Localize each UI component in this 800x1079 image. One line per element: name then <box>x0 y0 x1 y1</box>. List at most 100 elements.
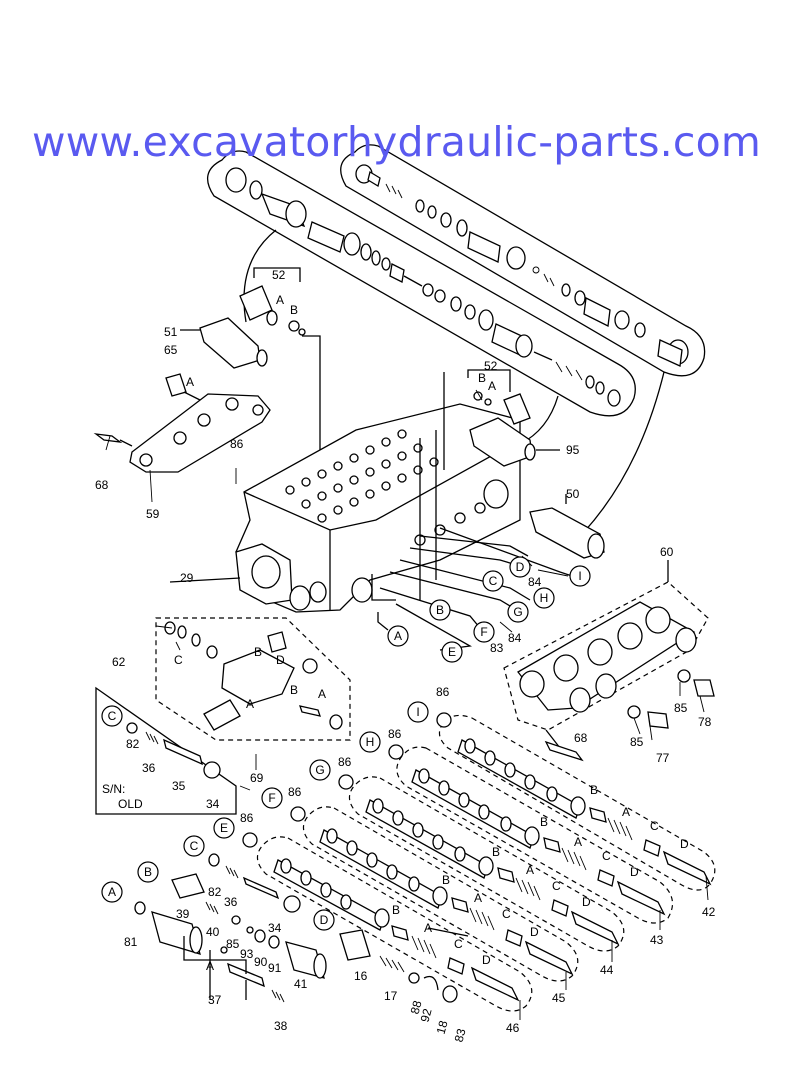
marker-c: C <box>174 653 183 667</box>
callout-43: 43 <box>650 933 664 947</box>
svg-text:C: C <box>108 709 117 723</box>
callout-17: 17 <box>384 989 398 1003</box>
serial-old-box <box>95 686 237 815</box>
marker-c: C <box>650 819 659 833</box>
svg-text:G: G <box>513 605 522 619</box>
marker-d: D <box>630 865 639 879</box>
svg-text:B: B <box>144 865 152 879</box>
callout-44: 44 <box>600 963 614 977</box>
spool-43 <box>411 768 666 916</box>
callout-34b: 34 <box>268 921 282 935</box>
circled-D-lower: D <box>313 909 335 931</box>
marker-b: B <box>442 873 450 887</box>
callout-84a: 84 <box>528 575 542 589</box>
svg-text:C: C <box>190 839 199 853</box>
circled-E-spool: E <box>213 817 258 848</box>
callout-95: 95 <box>566 443 580 457</box>
callout-69: 69 <box>250 771 264 785</box>
svg-text:G: G <box>315 763 324 777</box>
circled-I-spool: I <box>407 701 452 728</box>
marker-a: A <box>246 697 254 711</box>
callout-41: 41 <box>294 977 308 991</box>
relief-valve-51-group <box>165 267 331 471</box>
plugs-77-78 <box>627 669 715 729</box>
circled-F-body: F <box>473 621 495 643</box>
marker-a: A <box>318 687 326 701</box>
cover-assembly-60 <box>503 560 709 762</box>
spools <box>273 738 712 1002</box>
callout-45: 45 <box>552 991 566 1005</box>
marker-a: A <box>488 379 496 393</box>
svg-text:C: C <box>489 574 498 588</box>
callout-65: 65 <box>164 343 178 357</box>
circled-B-body: B <box>429 599 451 621</box>
svg-text:D: D <box>516 560 525 574</box>
marker-c: C <box>552 879 561 893</box>
circled-E-body: E <box>441 641 463 663</box>
circled-A-lower: A <box>101 881 123 903</box>
marker-b: B <box>392 903 400 917</box>
spool-44 <box>365 798 620 946</box>
callout-36b: 36 <box>224 895 238 909</box>
callout-82: 82 <box>126 737 140 751</box>
callout-85c: 85 <box>226 937 240 951</box>
relief-valve-50-group <box>529 494 605 559</box>
callout-92: 92 <box>418 1007 435 1024</box>
callout-93: 93 <box>240 947 254 961</box>
circled-H-spool: H <box>359 731 404 760</box>
spool-capsules <box>256 714 716 1012</box>
marker-a: A <box>424 921 432 935</box>
svg-text:A: A <box>394 629 402 643</box>
upper-valve-assembly-capsule <box>206 144 706 533</box>
callout-86-h: 86 <box>388 727 402 741</box>
callout-86-g: 86 <box>338 755 352 769</box>
svg-text:H: H <box>540 591 549 605</box>
callout-42: 42 <box>702 905 716 919</box>
callout-37: 37 <box>208 993 222 1007</box>
marker-b: B <box>290 683 298 697</box>
svg-text:E: E <box>220 821 228 835</box>
svg-text:I: I <box>578 569 581 583</box>
svg-text:I: I <box>416 705 419 719</box>
marker-a: A <box>474 891 482 905</box>
circled-B-lower: B <box>137 861 159 883</box>
main-valve-body-29 <box>169 403 573 651</box>
svg-text:A: A <box>108 885 116 899</box>
svg-text:H: H <box>366 735 375 749</box>
callout-52b: 52 <box>484 359 498 373</box>
circled-H-body: H <box>533 587 555 609</box>
marker-b: B <box>590 783 598 797</box>
circled-C-body: C <box>482 570 504 592</box>
circled-G-body: G <box>507 601 529 623</box>
svg-text:F: F <box>480 625 487 639</box>
callout-68: 68 <box>95 478 109 492</box>
marker-a: A <box>206 959 214 973</box>
capsule-components-upper <box>225 164 689 407</box>
marker-a: A <box>186 375 194 389</box>
callout-59: 59 <box>146 507 160 521</box>
callout-91: 91 <box>268 961 282 975</box>
callout-81: 81 <box>124 935 138 949</box>
callout-88: 88 <box>408 999 425 1016</box>
marker-b: B <box>254 645 262 659</box>
callout-85b: 85 <box>630 735 644 749</box>
plain-letter-markers: A B A B A C B D B A A B A C D B A C D B … <box>174 293 689 973</box>
callout-68b: 68 <box>574 731 588 745</box>
circled-I-body: I <box>569 565 591 587</box>
marker-d: D <box>530 925 539 939</box>
circled-G-spool: G <box>309 759 354 790</box>
marker-b: B <box>540 815 548 829</box>
marker-b: B <box>290 303 298 317</box>
spool-42 <box>457 738 712 886</box>
callout-numbers: 52 51 65 68 59 86 29 52 95 50 84 84 83 6… <box>95 268 716 1044</box>
marker-c: C <box>502 907 511 921</box>
marker-b: B <box>478 371 486 385</box>
marker-c: C <box>602 849 611 863</box>
marker-d: D <box>680 837 689 851</box>
callout-18: 18 <box>434 1019 451 1036</box>
callout-38: 38 <box>274 1019 288 1033</box>
callout-90: 90 <box>254 955 268 969</box>
callout-36: 36 <box>142 761 156 775</box>
marker-d: D <box>482 953 491 967</box>
